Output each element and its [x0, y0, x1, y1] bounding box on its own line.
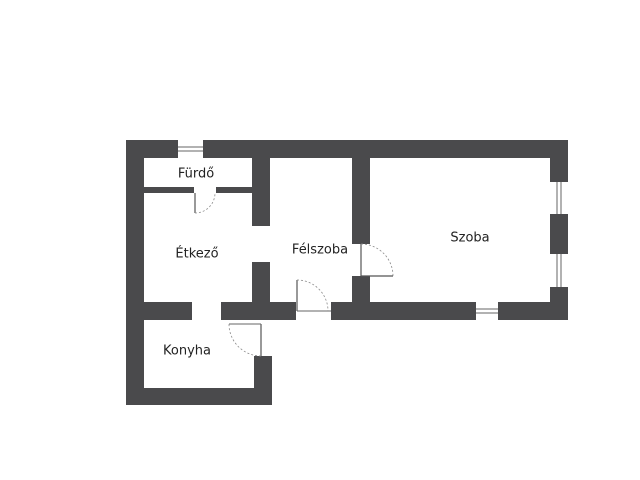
wall-kitchen-right	[254, 356, 272, 405]
wall-top-right	[203, 140, 568, 158]
door-bath-arc	[194, 192, 216, 214]
wall-etkezo-kitchen	[126, 302, 192, 320]
room-label-felszoba: Félszoba	[292, 243, 348, 258]
doors	[194, 192, 394, 357]
room-label-etkezo: Étkező	[175, 246, 218, 262]
room-label-szoba: Szoba	[450, 231, 489, 246]
wall-right-top	[550, 140, 568, 182]
wall-bottom-szoba-right	[498, 302, 568, 320]
walls	[126, 140, 568, 405]
room-labels: Fürdő Étkező Félszoba Szoba Konyha	[163, 167, 490, 359]
wall-bath-right	[216, 187, 252, 193]
door-kitchen-arc	[228, 323, 262, 357]
room-label-furdo: Fürdő	[178, 167, 214, 182]
door-szoba-arc	[360, 243, 394, 277]
wall-right-mid	[550, 214, 568, 254]
room-label-konyha: Konyha	[163, 344, 211, 359]
wall-partition-szoba-bottom	[352, 276, 370, 320]
door-felszoba-arc	[296, 279, 329, 312]
wall-bath-left	[144, 187, 194, 193]
wall-bottom-kitchen	[126, 388, 272, 405]
wall-partition-felszoba-bottom	[252, 262, 270, 320]
windows	[178, 146, 562, 314]
wall-partition-felszoba-top	[252, 140, 270, 226]
wall-partition-szoba-top	[352, 140, 370, 244]
wall-left	[126, 140, 144, 405]
